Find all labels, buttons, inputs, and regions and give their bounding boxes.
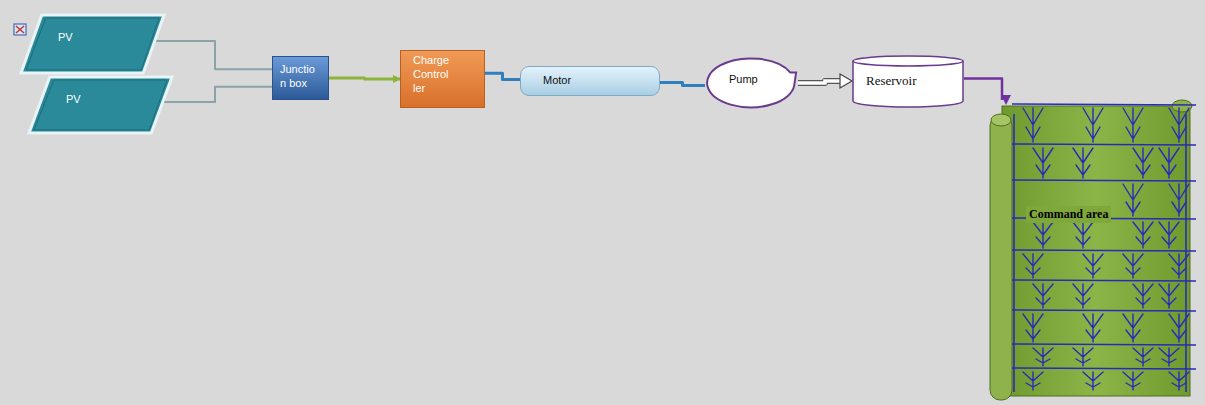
node-label: Command area xyxy=(1026,206,1111,223)
node-label: PV xyxy=(66,93,173,107)
node-label: Motor xyxy=(543,74,655,88)
motor-box: Motor xyxy=(520,66,660,96)
pv-panel: PV xyxy=(28,76,173,134)
pump-symbol: Pump xyxy=(703,57,798,109)
connector xyxy=(660,83,705,86)
junction-box: Junctio n box xyxy=(272,56,329,100)
pv-panel-outline xyxy=(20,14,165,74)
command-area: Command area xyxy=(988,100,1198,400)
node-label: Reservoir xyxy=(866,73,964,89)
node-label: Pump xyxy=(729,73,798,87)
connector xyxy=(155,41,272,69)
connector xyxy=(163,87,272,102)
node-label: Junctio n box xyxy=(280,63,320,91)
charge-controller: Charge Control ler xyxy=(400,50,485,108)
pv-panel-outline xyxy=(28,76,173,134)
reservoir-tank: Reservoir xyxy=(852,55,964,107)
node-label: PV xyxy=(58,31,165,45)
command-area-outline xyxy=(988,100,1198,400)
connector xyxy=(329,78,400,79)
window-icon xyxy=(14,24,26,35)
connector xyxy=(964,78,1002,100)
pv-panel: PV xyxy=(20,14,165,74)
node-label: Charge Control ler xyxy=(413,54,462,95)
connector xyxy=(485,73,520,79)
connector xyxy=(798,74,852,88)
